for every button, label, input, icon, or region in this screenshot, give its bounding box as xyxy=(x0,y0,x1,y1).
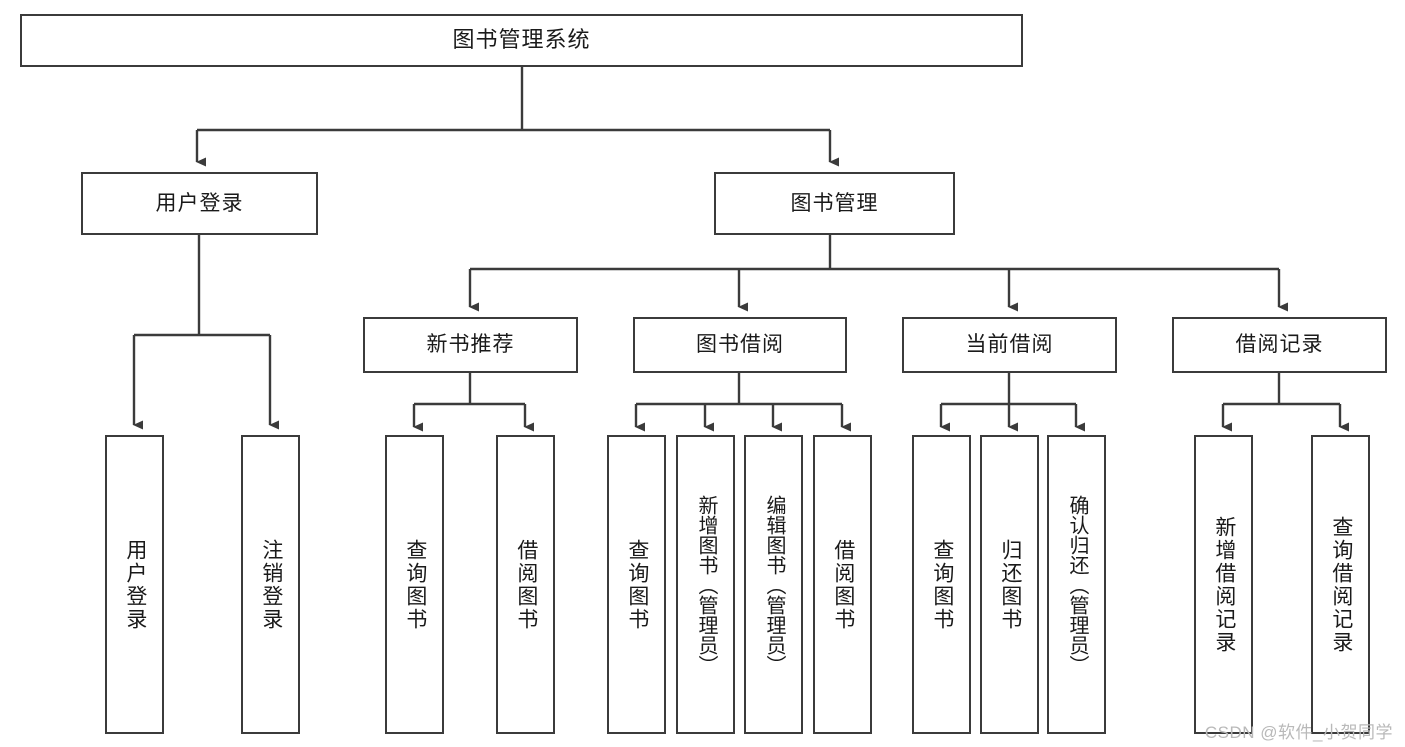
leaf-label: 查询图书 xyxy=(403,538,427,631)
node-label: 借阅记录 xyxy=(1235,333,1324,357)
leaf-new-book-query[interactable]: 查询图书 xyxy=(385,435,444,734)
leaf-label: 用户登录 xyxy=(123,538,147,631)
leaf-borrow-record-add[interactable]: 新增借阅记录 xyxy=(1194,435,1253,734)
node-user-login[interactable]: 用户登录 xyxy=(81,172,318,235)
leaf-label: 新增图书（管理员） xyxy=(695,494,717,675)
leaf-label: 查询图书 xyxy=(930,538,954,631)
leaf-label: 借阅图书 xyxy=(831,538,855,631)
node-label: 图书管理系统 xyxy=(452,27,591,53)
leaf-book-borrow-borrow[interactable]: 借阅图书 xyxy=(813,435,872,734)
leaf-label: 注销登录 xyxy=(259,538,283,631)
node-book-management[interactable]: 图书管理 xyxy=(714,172,955,235)
leaf-label: 确认归还（管理员） xyxy=(1066,494,1088,675)
leaf-label: 编辑图书（管理员） xyxy=(763,494,785,675)
leaf-label: 新增借阅记录 xyxy=(1212,515,1236,654)
node-label: 当前借阅 xyxy=(965,333,1054,357)
leaf-current-borrow-return[interactable]: 归还图书 xyxy=(980,435,1039,734)
leaf-current-borrow-query[interactable]: 查询图书 xyxy=(912,435,971,734)
leaf-label: 查询借阅记录 xyxy=(1329,515,1353,654)
leaf-label: 查询图书 xyxy=(625,538,649,631)
node-label: 图书管理 xyxy=(790,191,879,215)
leaf-current-borrow-confirm[interactable]: 确认归还（管理员） xyxy=(1047,435,1106,734)
leaf-user-login-signout[interactable]: 注销登录 xyxy=(241,435,300,734)
watermark-text: CSDN @软件_小贺同学 xyxy=(1204,723,1393,742)
node-label: 新书推荐 xyxy=(426,333,515,357)
leaf-label: 借阅图书 xyxy=(514,538,538,631)
leaf-borrow-record-query[interactable]: 查询借阅记录 xyxy=(1311,435,1370,734)
node-label: 用户登录 xyxy=(155,191,244,215)
node-book-borrow[interactable]: 图书借阅 xyxy=(633,317,847,373)
leaf-new-book-borrow[interactable]: 借阅图书 xyxy=(496,435,555,734)
leaf-book-borrow-query[interactable]: 查询图书 xyxy=(607,435,666,734)
leaf-label: 归还图书 xyxy=(998,538,1022,631)
node-label: 图书借阅 xyxy=(696,333,784,357)
leaf-book-borrow-add[interactable]: 新增图书（管理员） xyxy=(676,435,735,734)
node-current-borrow[interactable]: 当前借阅 xyxy=(902,317,1117,373)
node-borrow-record[interactable]: 借阅记录 xyxy=(1172,317,1387,373)
node-root-system[interactable]: 图书管理系统 xyxy=(20,14,1023,67)
node-new-book-recommend[interactable]: 新书推荐 xyxy=(363,317,578,373)
leaf-book-borrow-edit[interactable]: 编辑图书（管理员） xyxy=(744,435,803,734)
leaf-user-login-signin[interactable]: 用户登录 xyxy=(105,435,164,734)
